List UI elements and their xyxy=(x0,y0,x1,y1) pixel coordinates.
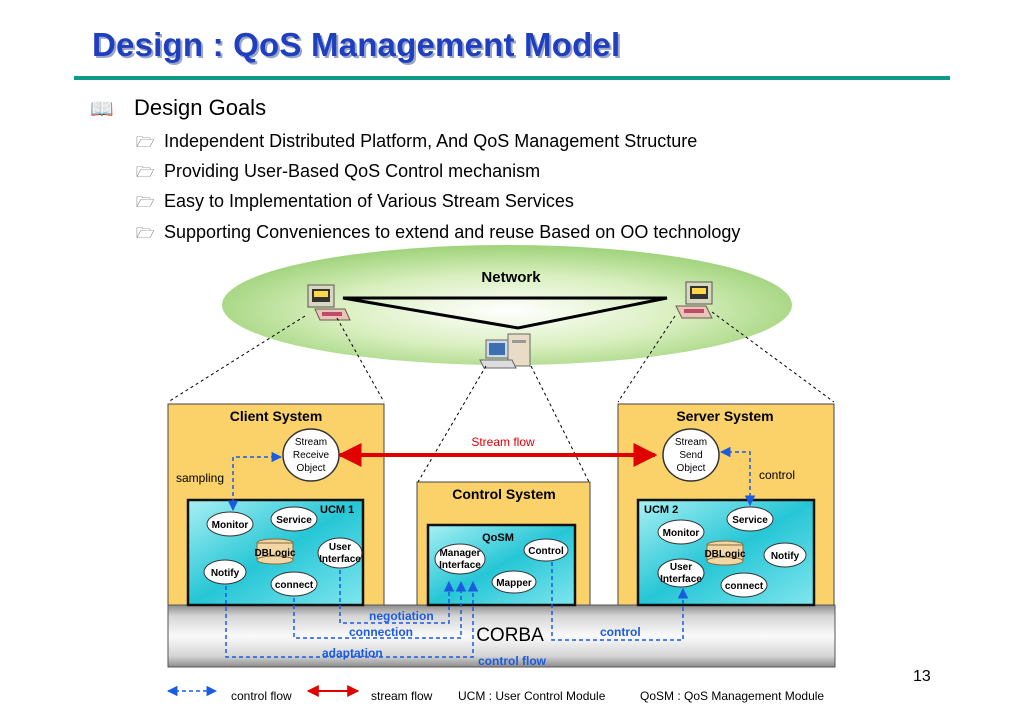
client-computer-icon xyxy=(307,284,351,321)
qosm-control xyxy=(523,538,569,562)
folder-icon: 🗁 xyxy=(136,164,155,181)
server-computer-icon xyxy=(675,281,713,319)
ucm2-label: UCM 2 xyxy=(644,504,678,516)
goal-text: Independent Distributed Platform, And Qo… xyxy=(164,131,698,151)
qosm-label: QoSM xyxy=(482,532,514,544)
svg-text:Object: Object xyxy=(297,463,326,474)
corba-bus xyxy=(167,604,836,668)
qosm-mapper-label: Mapper xyxy=(496,578,532,589)
svg-text:Object: Object xyxy=(677,463,706,474)
ucm1-connect-label: connect xyxy=(275,580,314,591)
design-goals-heading: 📖 Design Goals xyxy=(90,95,266,121)
qosm-manager-label: Manager xyxy=(439,548,480,559)
qosm-control-label: Control xyxy=(528,546,564,557)
ucm2-monitor xyxy=(657,519,705,545)
ucm1-monitor-label: Monitor xyxy=(212,520,249,531)
ucm2-dblogic-label: DBLogic xyxy=(704,549,746,560)
folder-icon: 🗁 xyxy=(136,134,155,151)
client-system-title: Client System xyxy=(230,408,323,424)
folder-icon: 🗁 xyxy=(136,194,155,211)
control-computer-icon xyxy=(479,333,531,369)
goal-text: Providing User-Based QoS Control mechani… xyxy=(164,161,541,181)
corba-label: CORBA xyxy=(476,625,544,646)
goal-text: Easy to Implementation of Various Stream… xyxy=(164,191,574,211)
control-system-title: Control System xyxy=(452,486,555,502)
ucm2-interface-label: Interface xyxy=(660,574,702,585)
ucm2-user-interface xyxy=(657,558,705,588)
folder-icon: 🗁 xyxy=(136,225,155,242)
control-flow-lines xyxy=(225,446,756,658)
svg-text:Stream: Stream xyxy=(675,437,707,448)
ucm2-notify xyxy=(763,542,807,568)
ucm1-dblogic-label: DBLogic xyxy=(254,548,296,559)
goal-item: 🗁 Independent Distributed Platform, And Q… xyxy=(136,131,697,157)
legend-ucm: UCM : User Control Module xyxy=(458,689,606,703)
ucm2-service-label: Service xyxy=(732,515,768,526)
stream-flow-label: Stream flow xyxy=(471,435,535,449)
legend-qosm: QoSM : QoS Management Module xyxy=(640,689,824,703)
ucm1-db-bottom xyxy=(256,555,294,565)
ucm1-label: UCM 1 xyxy=(320,504,354,516)
qosm-interface-label: Interface xyxy=(439,560,481,571)
network-cloud xyxy=(222,245,792,365)
ucm1-service xyxy=(270,506,318,532)
title-underline xyxy=(74,76,950,80)
network-label: Network xyxy=(481,269,541,286)
svg-text:Receive: Receive xyxy=(293,450,330,461)
stream-send-object: Stream Send Object xyxy=(662,428,720,482)
goal-item: 🗁 Easy to Implementation of Various Strea… xyxy=(136,191,574,217)
control-flow-bottom-label: control flow xyxy=(478,654,547,668)
negotiation-label: negotiation xyxy=(369,609,434,623)
ucm2-monitor-label: Monitor xyxy=(663,528,700,539)
ucm2-notify-label: Notify xyxy=(771,551,800,562)
book-icon: 📖 xyxy=(90,99,114,120)
ucm1-service-label: Service xyxy=(276,515,312,526)
design-goals-label: Design Goals xyxy=(134,95,267,120)
goal-text: Supporting Conveniences to extend and re… xyxy=(164,222,741,242)
ucm1-user-label: User xyxy=(329,542,351,553)
svg-text:Stream: Stream xyxy=(295,437,327,448)
goal-item: 🗁 Providing User-Based QoS Control mechan… xyxy=(136,161,540,187)
sampling-label: sampling xyxy=(176,471,224,485)
ucm1-notify xyxy=(203,559,247,585)
ucm1-connect xyxy=(270,571,318,597)
svg-text:Send: Send xyxy=(679,450,702,461)
ucm2-user-label: User xyxy=(670,562,692,573)
page-number: 13 xyxy=(913,668,931,685)
goal-item: 🗁 Supporting Conveniences to extend and r… xyxy=(136,222,740,248)
ucm2-db-bottom xyxy=(706,556,744,566)
control-label-server: control xyxy=(759,468,795,482)
network-links xyxy=(342,296,668,330)
qosm-mapper xyxy=(491,570,537,594)
ucm2-connect-label: connect xyxy=(725,581,764,592)
control-flow-label-corba: control xyxy=(600,625,641,639)
connection-label: connection xyxy=(349,625,413,639)
legend-control-flow: control flow xyxy=(231,689,292,703)
qosm-manager-interface xyxy=(434,543,486,575)
adaptation-label: adaptation xyxy=(322,646,383,660)
ucm1-user-interface xyxy=(317,537,363,569)
stream-receive-object: Stream Receive Object xyxy=(282,428,340,482)
ucm1-interface-label: Interface xyxy=(319,554,361,565)
ucm2-service xyxy=(726,506,774,532)
ucm2-connect xyxy=(720,572,768,598)
ucm1-monitor xyxy=(206,511,254,537)
server-system-title: Server System xyxy=(676,408,773,424)
legend-stream-flow: stream flow xyxy=(371,689,433,703)
slide-title: Design : QoS Management Model xyxy=(92,26,621,63)
ucm1-notify-label: Notify xyxy=(211,568,240,579)
